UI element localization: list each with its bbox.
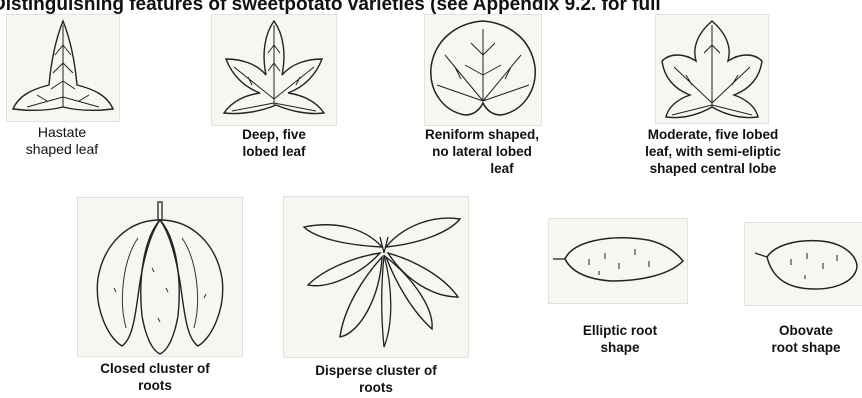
caption-line: root shape <box>756 339 856 356</box>
caption-line: lobed leaf <box>212 143 336 160</box>
hastate-leaf-image <box>6 14 120 122</box>
caption-line: roots <box>70 377 240 394</box>
moderate-five-lobed-leaf-caption: Moderate, five lobed leaf, with semi-eli… <box>628 126 798 177</box>
caption-line: Disperse cluster of <box>286 362 466 379</box>
closed-cluster-roots-image <box>77 197 243 357</box>
caption-line: Elliptic root <box>550 322 690 339</box>
obovate-root-image <box>744 222 862 306</box>
caption-line: Deep, five <box>212 126 336 143</box>
caption-line: no lateral lobed <box>408 143 556 160</box>
caption-line: shaped central lobe <box>628 160 798 177</box>
hastate-leaf-caption: Hastate shaped leaf <box>0 124 124 158</box>
moderate-five-lobed-leaf-image <box>655 14 769 124</box>
caption-line: Closed cluster of <box>70 360 240 377</box>
caption-line: leaf <box>408 160 556 177</box>
deep-five-lobed-leaf-caption: Deep, five lobed leaf <box>212 126 336 160</box>
closed-cluster-caption: Closed cluster of roots <box>70 360 240 394</box>
caption-line: leaf, with semi-eliptic <box>628 143 798 160</box>
caption-line: Hastate <box>0 124 124 141</box>
caption-line: shape <box>550 339 690 356</box>
caption-line: roots <box>286 379 466 396</box>
disperse-cluster-roots-image <box>283 196 469 358</box>
caption-line: Obovate <box>756 322 856 339</box>
caption-line: Moderate, five lobed <box>628 126 798 143</box>
deep-five-lobed-leaf-image <box>211 14 337 126</box>
reniform-leaf-caption: Reniform shaped, no lateral lobed leaf <box>408 126 556 177</box>
disperse-cluster-caption: Disperse cluster of roots <box>286 362 466 396</box>
caption-line: Reniform shaped, <box>408 126 556 143</box>
reniform-leaf-image <box>424 14 542 126</box>
obovate-root-caption: Obovate root shape <box>756 322 856 356</box>
elliptic-root-image <box>548 218 688 304</box>
elliptic-root-caption: Elliptic root shape <box>550 322 690 356</box>
caption-line: shaped leaf <box>0 141 124 158</box>
